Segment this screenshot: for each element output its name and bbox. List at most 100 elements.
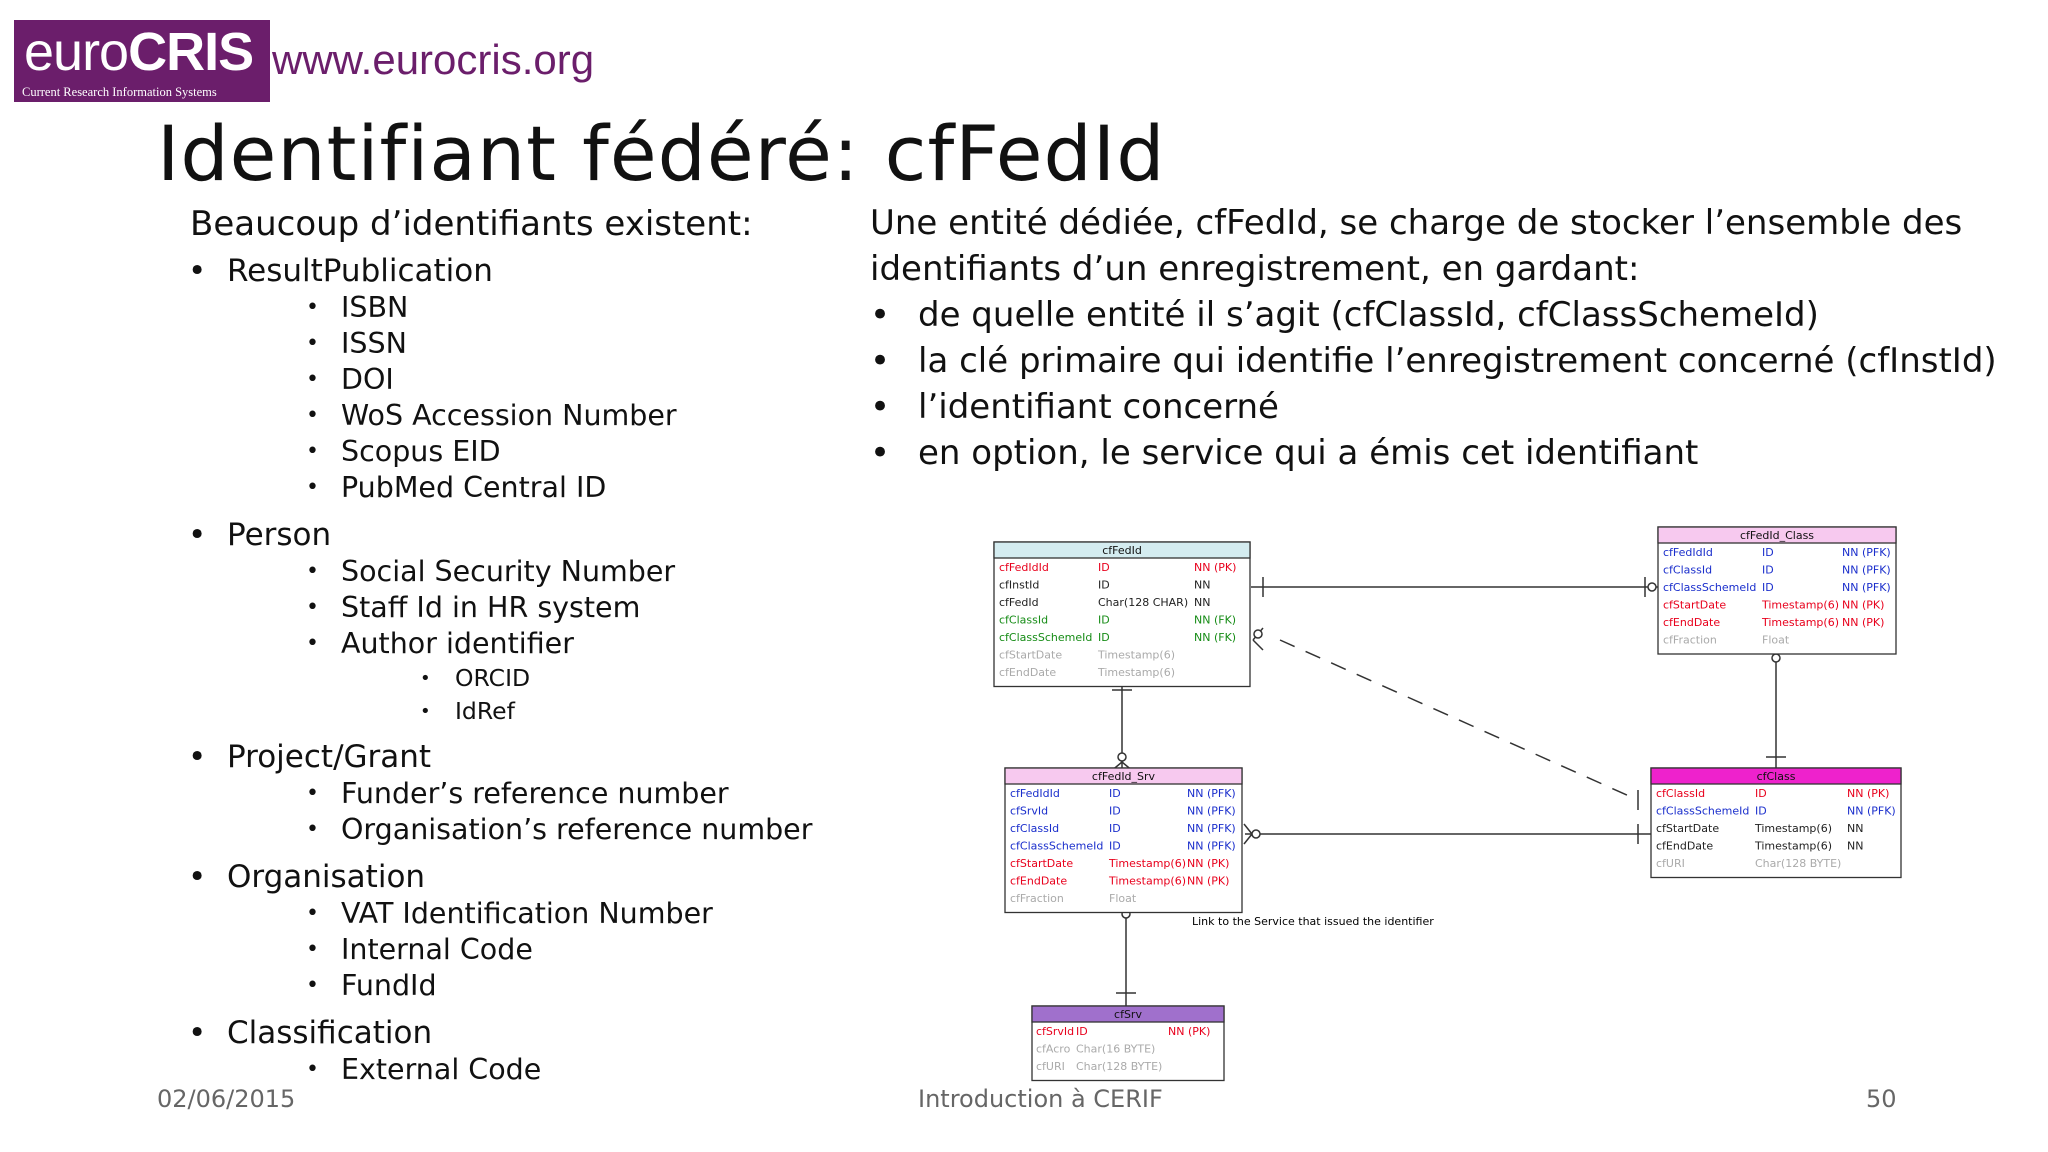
entity-field-name: cfClassId xyxy=(1010,822,1059,835)
entity-field-name: cfClassSchemeId xyxy=(1010,840,1103,853)
identifier-item: Organisation’s reference number xyxy=(304,812,830,848)
entity-name: cfSrv xyxy=(1114,1008,1142,1021)
identifier-label: Author identifier xyxy=(341,627,574,660)
crow-foot xyxy=(1243,823,1253,835)
crow-circle xyxy=(1253,629,1263,639)
fedid-description: Une entité dédiée, cfFedId, se charge de… xyxy=(870,200,2030,476)
entity-field-constraint: NN (PFK) xyxy=(1187,840,1236,853)
entity-field-name: cfStartDate xyxy=(1663,599,1726,612)
entity-field-type: Timestamp(6) xyxy=(1108,857,1186,870)
identifier-item: DOI xyxy=(304,362,830,398)
identifier-item: Scopus EID xyxy=(304,434,830,470)
entity-field-name: cfURI xyxy=(1036,1060,1065,1073)
description-intro: Une entité dédiée, cfFedId, se charge de… xyxy=(870,203,1963,289)
entity-field-constraint: NN (PFK) xyxy=(1842,564,1891,577)
entity-field-name: cfSrvId xyxy=(1036,1025,1074,1038)
logo-tagline: Current Research Information Systems xyxy=(22,85,217,99)
identifier-item: ISBN xyxy=(304,290,830,326)
entity-field-constraint: NN (PK) xyxy=(1842,599,1884,612)
entity-field-constraint: NN (FK) xyxy=(1194,631,1236,644)
entity-field-name: cfURI xyxy=(1656,857,1685,870)
entity-box xyxy=(1657,526,1897,655)
entity-field-type: ID xyxy=(1098,561,1110,574)
entity-field-name: cfClassId xyxy=(999,614,1048,627)
category-classification: Classification External Code xyxy=(188,1014,830,1088)
author-id-item: IdRef xyxy=(418,695,830,728)
entity-field-type: ID xyxy=(1762,546,1774,559)
entity-name: cfClass xyxy=(1757,770,1796,783)
author-id-sublist: ORCID IdRef xyxy=(341,662,830,728)
entity-field-name: cfFraction xyxy=(1663,634,1717,647)
entity-field-constraint: NN (PFK) xyxy=(1187,805,1236,818)
crow-foot xyxy=(1113,901,1127,911)
identifier-sublist: Social Security Number Staff Id in HR sy… xyxy=(227,554,830,728)
crow-foot xyxy=(1109,761,1123,773)
page-number: 50 xyxy=(1866,1085,1897,1113)
identifier-sublist: External Code xyxy=(227,1052,830,1088)
crow-circle xyxy=(1117,752,1127,762)
entity-field-type: Char(128 CHAR) xyxy=(1098,596,1188,609)
entity-field-constraint: NN (PFK) xyxy=(1187,787,1236,800)
description-bullets: de quelle entité il s’agit (cfClassId, c… xyxy=(870,292,2030,476)
entity-field-constraint: NN xyxy=(1194,596,1210,609)
footer-title: Introduction à CERIF xyxy=(918,1085,1163,1113)
relationship-lines xyxy=(1109,577,1789,1006)
entity-box xyxy=(1650,767,1902,879)
entity-header xyxy=(1004,767,1243,785)
entity-field-type: Timestamp(6) xyxy=(1761,616,1839,629)
entity-field-constraint: NN (FK) xyxy=(1194,614,1236,627)
entity-field-type: Timestamp(6) xyxy=(1097,666,1175,679)
entity-field-constraint: NN (PFK) xyxy=(1847,805,1896,818)
entity-field-name: cfClassId xyxy=(1656,787,1705,800)
description-bullet: l’identifiant concerné xyxy=(870,384,2030,430)
entity-field-type: Char(128 BYTE) xyxy=(1755,857,1841,870)
entity-field-name: cfEndDate xyxy=(1663,616,1720,629)
entity-field-constraint: NN (PK) xyxy=(1168,1025,1210,1038)
relation-class-fedid xyxy=(1279,639,1639,801)
entity-field-name: cfStartDate xyxy=(999,649,1062,662)
category-project-grant: Project/Grant Funder’s reference number … xyxy=(188,738,830,848)
category-label: Person xyxy=(227,517,332,553)
category-organisation: Organisation VAT Identification Number I… xyxy=(188,858,830,1004)
footer-date: 02/06/2015 xyxy=(157,1085,296,1113)
identifier-item: Internal Code xyxy=(304,932,830,968)
site-url[interactable]: www.eurocris.org xyxy=(272,36,595,83)
eurocris-logo: euroCRIS Current Research Information Sy… xyxy=(14,20,270,102)
entity-field-name: cfFedId xyxy=(999,596,1039,609)
entity-header xyxy=(1031,1005,1225,1023)
crow-foot xyxy=(1243,833,1253,845)
crow-foot xyxy=(1125,901,1139,911)
entity-field-name: cfInstId xyxy=(999,579,1039,592)
crow-foot xyxy=(1121,761,1135,773)
entity-field-constraint: NN (PK) xyxy=(1842,616,1884,629)
entity-field-type: ID xyxy=(1109,840,1121,853)
entity-field-type: ID xyxy=(1098,614,1110,627)
category-resultpublication: ResultPublication ISBN ISSN DOI WoS Acce… xyxy=(188,252,830,506)
entity-field-type: Timestamp(6) xyxy=(1754,822,1832,835)
entity-header xyxy=(1650,767,1902,785)
entity-field-constraint: NN (PK) xyxy=(1194,561,1236,574)
left-heading: Beaucoup d’identifiants existent: xyxy=(190,204,753,244)
identifier-item: Social Security Number xyxy=(304,554,830,590)
entity-field-type: ID xyxy=(1762,581,1774,594)
entity-field-constraint: NN xyxy=(1847,840,1863,853)
entity-field-type: Timestamp(6) xyxy=(1754,840,1832,853)
category-label: ResultPublication xyxy=(227,253,493,289)
entity-field-type: ID xyxy=(1098,631,1110,644)
entity-field-name: cfFraction xyxy=(1010,892,1064,905)
slide-title: Identifiant fédéré: cfFedId xyxy=(157,109,1166,198)
entity-field-type: Float xyxy=(1109,892,1137,905)
entity-field-name: cfFedIdId xyxy=(1010,787,1060,800)
entity-field-name: cfFedIdId xyxy=(1663,546,1713,559)
identifier-item: VAT Identification Number xyxy=(304,896,830,932)
entity-field-name: cfAcro xyxy=(1036,1043,1071,1056)
entity-field-type: Timestamp(6) xyxy=(1761,599,1839,612)
entity-field-type: ID xyxy=(1098,579,1110,592)
entity-field-name: cfEndDate xyxy=(1010,875,1067,888)
entity-field-name: cfClassSchemeId xyxy=(1656,805,1749,818)
crow-circle xyxy=(1647,582,1657,592)
entity-field-name: cfClassSchemeId xyxy=(999,631,1092,644)
entity-field-type: ID xyxy=(1755,787,1767,800)
